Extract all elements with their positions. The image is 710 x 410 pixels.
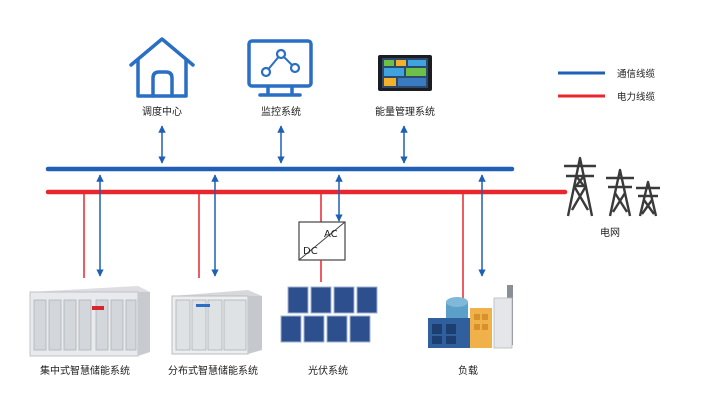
control-panel-icon [378,55,432,91]
node-label-grid: 电网 [600,228,620,239]
solar-panel-icon [280,286,378,343]
house-icon [129,37,195,98]
legend-power-label: 电力线缆 [617,92,656,103]
converter-dc-label: DC [303,246,318,257]
node-label-pv: 光伏系统 [308,366,348,377]
power-tower-icon [564,156,660,217]
node-label-centralized: 集中式智慧储能系统 [40,366,130,377]
node-label-ems: 能量管理系统 [375,107,435,118]
cabinet-storage-icon [171,290,262,355]
legend-communication-label: 通信线缆 [617,69,656,80]
node-label-load: 负载 [458,366,478,377]
monitor-icon [247,39,313,97]
node-label-monitoring: 监控系统 [261,107,301,118]
converter-ac-label: AC [324,229,338,240]
ac-dc-converter: AC DC [298,221,346,261]
node-label-dispatch: 调度中心 [142,107,182,118]
node-label-distributed: 分布式智慧储能系统 [168,366,258,377]
container-storage-icon [29,286,150,357]
factory-icon [428,285,513,349]
